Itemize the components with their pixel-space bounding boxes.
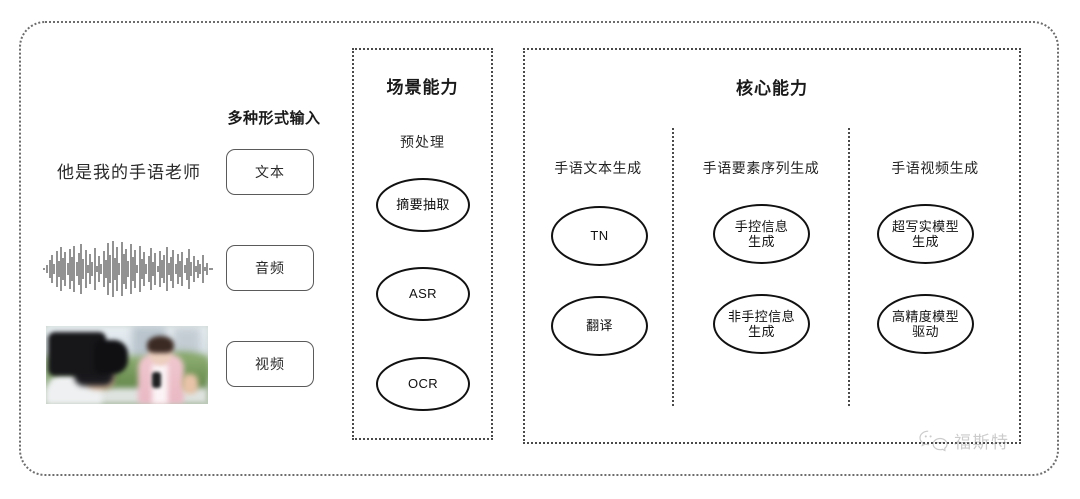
node-translation[interactable]: 翻译 xyxy=(551,296,648,356)
watermark-text: 福斯特 xyxy=(954,433,1010,452)
input-chip-text[interactable]: 文本 xyxy=(226,149,314,195)
node-high-precision-model-driving[interactable]: 高精度模型 驱动 xyxy=(877,294,974,354)
wechat-icon xyxy=(919,430,948,452)
input-chip-video[interactable]: 视频 xyxy=(226,341,314,387)
node-non-manual-info-generation[interactable]: 非手控信息 生成 xyxy=(713,294,810,354)
outer-dotted-frame xyxy=(19,21,1059,476)
scene-capability-panel: 场景能力 xyxy=(352,48,493,440)
video-thumbnail xyxy=(46,326,208,404)
core-column-label-sign-video-generation: 手语视频生成 xyxy=(891,160,979,176)
node-tn[interactable]: TN xyxy=(551,206,648,266)
core-capability-panel: 核心能力 xyxy=(523,48,1021,444)
core-column-label-sign-element-sequence-generation: 手语要素序列生成 xyxy=(702,160,820,176)
core-column-divider-2 xyxy=(848,128,850,406)
sample-sentence-text: 他是我的手语老师 xyxy=(57,163,201,182)
node-asr[interactable]: ASR xyxy=(376,267,470,321)
core-column-label-sign-text-generation: 手语文本生成 xyxy=(554,160,642,176)
scene-capability-title: 场景能力 xyxy=(386,78,459,97)
preprocessing-label: 预处理 xyxy=(400,134,445,150)
node-manual-info-generation[interactable]: 手控信息 生成 xyxy=(713,204,810,264)
core-capability-title: 核心能力 xyxy=(736,79,808,98)
input-chip-audio[interactable]: 音频 xyxy=(226,245,314,291)
node-summary-extraction[interactable]: 摘要抽取 xyxy=(376,178,470,232)
audio-waveform-icon xyxy=(43,241,213,297)
watermark: 福斯特 xyxy=(918,428,1010,453)
core-column-divider-1 xyxy=(672,128,674,406)
node-ocr[interactable]: OCR xyxy=(376,357,470,411)
multimodal-input-heading: 多种形式输入 xyxy=(227,110,321,127)
node-photorealistic-model-generation[interactable]: 超写实模型 生成 xyxy=(877,204,974,264)
